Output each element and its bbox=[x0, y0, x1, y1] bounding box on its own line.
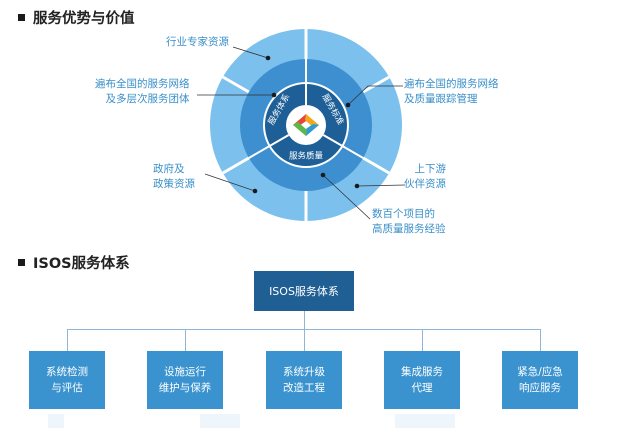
tree-connector bbox=[304, 311, 305, 330]
label-government: 政府及 政策资源 bbox=[153, 162, 195, 192]
service-box-upgrade: 系统升级 改造工程 bbox=[266, 351, 342, 409]
box-line: 改造工程 bbox=[283, 382, 325, 394]
label-line: 政策资源 bbox=[153, 178, 195, 190]
label-network-teams: 遍布全国的服务网络 及多层次服务团体 bbox=[95, 77, 190, 107]
ring-separator bbox=[362, 156, 390, 175]
leader-dot bbox=[265, 55, 271, 61]
section-heading-isos: ISOS服务体系 bbox=[18, 252, 130, 273]
root-label: ISOS服务体系 bbox=[269, 285, 339, 298]
tree-connector bbox=[304, 329, 305, 351]
label-line: 高质量服务经验 bbox=[372, 223, 446, 235]
service-box-inspection: 系统检测 与评估 bbox=[29, 351, 105, 409]
leader-dot bbox=[354, 183, 360, 189]
service-wheel-diagram: 服务体系服务标准服务质量 bbox=[197, 29, 406, 221]
label-line: 及质量跟踪管理 bbox=[404, 93, 478, 105]
box-line: 维护与保养 bbox=[158, 382, 212, 394]
section-heading-advantages: 服务优势与价值 bbox=[18, 7, 135, 28]
section-title: 服务优势与价值 bbox=[33, 11, 135, 27]
leader-line bbox=[347, 85, 403, 106]
center-disc bbox=[286, 105, 326, 145]
section-title: ISOS服务体系 bbox=[33, 256, 130, 272]
box-line: 集成服务 bbox=[401, 366, 443, 378]
label-line: 数百个项目的 bbox=[372, 208, 435, 220]
box-line: 与评估 bbox=[51, 382, 83, 394]
label-line: 伙伴资源 bbox=[404, 178, 446, 190]
box-line: 代理 bbox=[411, 382, 433, 394]
label-line: 上下游 bbox=[414, 163, 447, 175]
isos-root-box: ISOS服务体系 bbox=[254, 271, 354, 311]
leader-dot bbox=[252, 188, 258, 194]
ring-separator bbox=[362, 75, 390, 94]
box-line: 系统升级 bbox=[283, 366, 325, 378]
label-industry-experts: 行业专家资源 bbox=[166, 35, 229, 50]
service-box-emergency: 紧急/应急 响应服务 bbox=[502, 351, 578, 409]
box-line: 紧急/应急 bbox=[517, 366, 563, 378]
box-line: 响应服务 bbox=[519, 382, 561, 394]
label-projects: 数百个项目的 高质量服务经验 bbox=[372, 207, 446, 237]
tree-connector bbox=[540, 329, 541, 351]
label-network-quality: 遍布全国的服务网络 及质量跟踪管理 bbox=[404, 77, 499, 107]
ring-separator bbox=[222, 75, 250, 94]
service-box-maintenance: 设施运行 维护与保养 bbox=[147, 351, 223, 409]
leader-dot bbox=[345, 102, 351, 108]
label-line: 行业专家资源 bbox=[166, 36, 229, 48]
leader-line bbox=[356, 184, 406, 187]
ring-separator bbox=[222, 156, 250, 175]
label-line: 遍布全国的服务网络 bbox=[95, 78, 190, 90]
service-box-integration: 集成服务 代理 bbox=[384, 351, 460, 409]
label-partners: 上下游 伙伴资源 bbox=[404, 162, 446, 192]
segment-separator bbox=[248, 134, 290, 159]
watermark-strip bbox=[395, 414, 455, 428]
box-line: 系统检测 bbox=[46, 366, 88, 378]
tree-connector bbox=[185, 329, 186, 351]
watermark-strip bbox=[48, 414, 64, 428]
segment-separator bbox=[322, 134, 364, 159]
label-line: 及多层次服务团体 bbox=[105, 93, 190, 105]
tree-connector bbox=[422, 329, 423, 351]
leader-dot bbox=[271, 92, 277, 98]
inner-segment-label: 服务质量 bbox=[289, 151, 324, 162]
tree-connector bbox=[67, 329, 68, 351]
leader-line bbox=[204, 173, 256, 192]
logo-icon bbox=[303, 124, 319, 136]
leader-line bbox=[232, 46, 269, 59]
label-line: 政府及 bbox=[153, 163, 185, 175]
leader-dot bbox=[320, 172, 326, 178]
bullet-square-icon bbox=[18, 259, 25, 266]
box-line: 设施运行 bbox=[164, 366, 206, 378]
bullet-square-icon bbox=[18, 14, 25, 21]
logo-icon bbox=[293, 122, 307, 136]
leader-line bbox=[322, 174, 371, 220]
label-line: 遍布全国的服务网络 bbox=[404, 78, 499, 90]
watermark-strip bbox=[200, 414, 240, 428]
